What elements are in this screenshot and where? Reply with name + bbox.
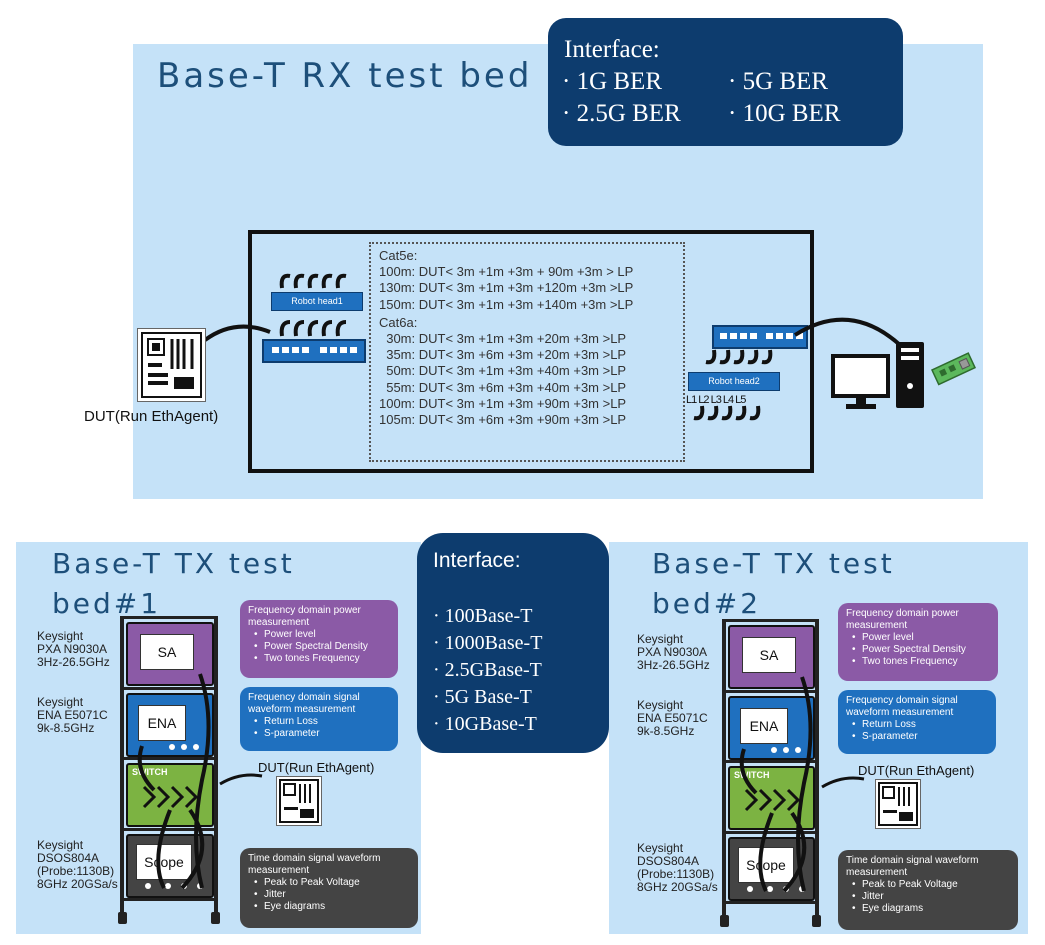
tx2-freq-signal-callout: Frequency domain signal waveform measure… xyxy=(838,690,996,754)
cable-line: 100m: DUT< 3m +1m +3m + 90m +3m > LP xyxy=(379,264,634,280)
tx1-freq-signal-callout: Frequency domain signal waveform measure… xyxy=(240,687,398,751)
tx1-title-line1: Base-T TX test xyxy=(52,547,295,580)
cable-line: 105m: DUT< 3m +6m +3m +90m +3m >LP xyxy=(379,412,627,428)
tx2-sa-screen: SA xyxy=(742,637,796,673)
tx2-switch-cables-icon xyxy=(744,788,801,812)
tx2-rack-shelf xyxy=(722,901,819,904)
tx1-title: Base-T TX test bed#1 xyxy=(52,544,295,624)
tx2-rack-shelf xyxy=(722,831,819,834)
tx1-rack-post-left xyxy=(120,616,124,918)
tx-interface-item: · 10GBase-T xyxy=(433,713,537,735)
tx2-dut-label: DUT(Run EthAgent) xyxy=(858,763,975,778)
robot-head2-connectors-icon xyxy=(693,349,773,421)
rx-interface-item: · 10G BER xyxy=(728,100,841,127)
tx1-rack-shelf xyxy=(120,828,218,831)
tx-interface-box: Interface: · 100Base-T · 1000Base-T · 2.… xyxy=(417,533,609,753)
tx1-dut-cable xyxy=(219,773,263,786)
tx1-rack-shelf xyxy=(120,757,218,760)
cat5e-title: Cat5e: xyxy=(379,248,418,263)
rx-dut-label: DUT(Run EthAgent) xyxy=(84,408,219,425)
tx1-rack-post-right xyxy=(214,616,218,918)
tx2-title-line2: bed#2 xyxy=(652,587,762,620)
rx-cables xyxy=(203,317,902,347)
cable-line: 55m: DUT< 3m +6m +3m +40m +3m >LP xyxy=(379,379,627,395)
tx2-rack-cables xyxy=(739,676,813,893)
tx1-title-line2: bed#1 xyxy=(52,587,162,620)
rx-interface-item: · 5G BER xyxy=(728,68,828,95)
tx2-ena-screen: ENA xyxy=(740,708,788,744)
rx-interface-box: Interface: · 1G BER · 5G BER · 2.5G BER … xyxy=(548,18,903,146)
tx-interface-item: · 5G Base-T xyxy=(433,686,532,708)
tx1-rack-shelf xyxy=(120,687,218,690)
tx2-title: Base-T TX test bed#2 xyxy=(652,544,895,624)
link-partner-pc-icon xyxy=(831,342,977,409)
tx1-switch-cables-icon xyxy=(142,785,199,809)
tx1-dut-motherboard-icon xyxy=(276,776,322,826)
tx2-title-line1: Base-T TX test xyxy=(652,547,895,580)
rx-title: Base-T RX test bed xyxy=(157,56,533,96)
cable-line: 50m: DUT< 3m +1m +3m +40m +3m >LP xyxy=(379,363,627,379)
cable-line: 30m: DUT< 3m +1m +3m +20m +3m >LP xyxy=(379,331,627,347)
tx1-time-signal-callout: Time domain signal waveform measurement … xyxy=(240,848,418,928)
tx2-dut-motherboard-icon xyxy=(875,779,921,829)
tx1-scope-screen: Scope xyxy=(136,844,192,880)
rx-interface-title: Interface: xyxy=(564,36,660,63)
tx1-rack-shelf xyxy=(120,898,218,901)
tx2-ena-instrument: ENA xyxy=(728,696,815,760)
tx2-rack-wheel xyxy=(812,915,821,927)
cat6a-title: Cat6a: xyxy=(379,314,418,330)
tx-interface-item: · 2.5GBase-T xyxy=(433,659,542,681)
tx2-dut-cable xyxy=(821,776,865,789)
tx1-freq-power-callout: Frequency domain power measurement Power… xyxy=(240,600,398,678)
tx1-rack-wheel xyxy=(211,912,220,924)
robot-head2: Robot head2 xyxy=(688,372,780,391)
tx1-dut-label: DUT(Run EthAgent) xyxy=(258,760,375,775)
cable-line: 130m: DUT< 3m +1m +3m +120m +3m >LP xyxy=(379,280,634,296)
tx2-freq-power-callout: Frequency domain power measurement Power… xyxy=(838,603,998,681)
cable-line: 35m: DUT< 3m +6m +3m +20m +3m >LP xyxy=(379,347,627,363)
tx2-rack-post-right xyxy=(815,619,819,921)
tx2-rack-shelf xyxy=(722,690,819,693)
tx1-rack-wheel xyxy=(118,912,127,924)
robot-head1: Robot head1 xyxy=(271,292,363,311)
tx1-switch-label: SWITCH xyxy=(132,767,168,777)
robot-head1-connectors-icon xyxy=(279,273,347,337)
robot-head2-port-labels: L1 L2 L3 L4 L5 xyxy=(686,394,746,406)
tx1-rack-shelf xyxy=(120,616,218,619)
tx-interface-title: Interface: xyxy=(433,549,521,572)
tx2-rack-shelf xyxy=(722,760,819,763)
tx2-scope-screen: Scope xyxy=(738,847,794,883)
tx1-ena-screen: ENA xyxy=(138,705,186,741)
tx1-rack-cables xyxy=(137,673,211,890)
rx-interface-item: · 1G BER xyxy=(562,68,662,95)
tx2-rack-wheel xyxy=(720,915,729,927)
tx2-rack-post-left xyxy=(722,619,726,921)
rx-interface-item: · 2.5G BER xyxy=(562,100,681,127)
cable-line: 100m: DUT< 3m +1m +3m +90m +3m >LP xyxy=(379,395,627,411)
tx2-switch-label: SWITCH xyxy=(734,770,770,780)
tx1-sa-screen: SA xyxy=(140,634,194,670)
cable-length-list: Cat5e: 100m: DUT< 3m +1m +3m + 90m +3m >… xyxy=(369,242,685,462)
tx-interface-item: · 100Base-T xyxy=(433,605,533,627)
tx2-time-signal-callout: Time domain signal waveform measurement … xyxy=(838,850,1018,930)
switch-ports-right xyxy=(712,325,808,349)
dut-motherboard-icon xyxy=(137,328,206,402)
tx-interface-item: · 1000Base-T xyxy=(433,632,543,654)
cable-line: 150m: DUT< 3m +1m +3m +140m +3m >LP xyxy=(379,296,634,312)
switch-ports-left xyxy=(262,339,366,363)
tx2-rack-shelf xyxy=(722,619,819,622)
